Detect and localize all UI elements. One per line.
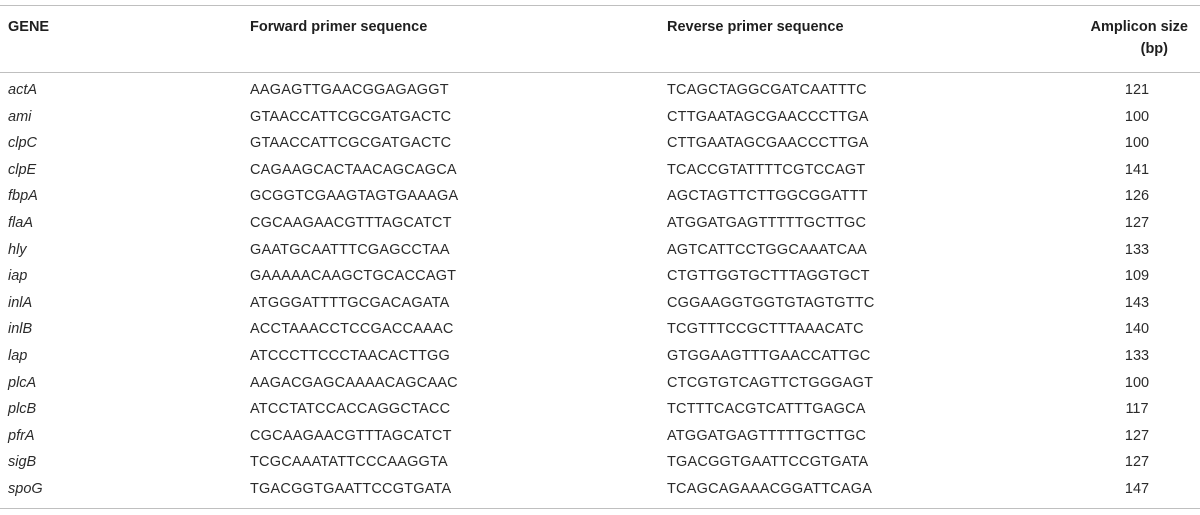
forward-primer-cell: CGCAAGAACGTTTAGCATCT (250, 427, 452, 444)
table-row: plcA AAGACGAGCAAAACAGCAAC CTCGTGTCAGTTCT… (0, 370, 1200, 397)
forward-primer-cell: TGACGGTGAATTCCGTGATA (250, 480, 452, 497)
table-row: hly GAATGCAATTTCGAGCCTAA AGTCATTCCTGGCAA… (0, 237, 1200, 264)
reverse-primer-cell: TCGTTTCCGCTTTAAACATC (667, 321, 864, 338)
table-row: plcB ATCCTATCCACCAGGCTACC TCTTTCACGTCATT… (0, 396, 1200, 423)
header-gene: GENE (8, 19, 50, 35)
reverse-primer-cell: ATGGATGAGTTTTTGCTTGC (667, 214, 867, 231)
gene-cell: hly (8, 241, 27, 258)
reverse-primer-cell: AGCTAGTTCTTGGCGGATTT (667, 188, 868, 205)
table-bottom-rule (0, 508, 1200, 509)
reverse-primer-cell: AGTCATTCCTGGCAAATCAA (667, 241, 868, 258)
forward-primer-cell: ACCTAAACCTCCGACCAAAC (250, 321, 454, 338)
reverse-primer-cell: GTGGAAGTTTGAACCATTGC (667, 347, 871, 364)
gene-cell: pfrA (8, 427, 35, 444)
reverse-primer-cell: TCAGCTAGGCGATCAATTTC (667, 82, 867, 98)
reverse-primer-cell: TCACCGTATTTTCGTCCAGT (667, 161, 866, 178)
gene-cell: inlA (8, 294, 33, 311)
table-row: fbpA GCGGTCGAAGTAGTGAAAGA AGCTAGTTCTTGGC… (0, 183, 1200, 210)
reverse-primer-cell: CTCGTGTCAGTTCTGGGAGT (667, 374, 874, 391)
table-header-rule (0, 72, 1200, 73)
forward-primer-cell: CGCAAGAACGTTTAGCATCT (250, 214, 452, 231)
amplicon-size-cell: 147 (1124, 480, 1150, 497)
reverse-primer-cell: CTTGAATAGCGAACCCTTGA (667, 108, 869, 125)
gene-cell: actA (8, 82, 38, 98)
amplicon-size-cell: 127 (1124, 427, 1150, 444)
gene-cell: fbpA (8, 188, 38, 205)
gene-cell: plcA (8, 374, 37, 391)
forward-primer-cell: GAATGCAATTTCGAGCCTAA (250, 241, 450, 258)
gene-cell: clpE (8, 161, 37, 178)
amplicon-size-cell: 143 (1124, 294, 1150, 311)
table-header-row: GENE Forward primer sequence Reverse pri… (0, 16, 1200, 68)
gene-cell: lap (8, 347, 28, 364)
reverse-primer-cell: TGACGGTGAATTCCGTGATA (667, 454, 869, 471)
forward-primer-cell: TCGCAAATATTCCCAAGGTA (250, 454, 448, 471)
reverse-primer-cell: CGGAAGGTGGTGTAGTGTTC (667, 294, 875, 311)
amplicon-size-cell: 121 (1124, 82, 1150, 98)
forward-primer-cell: ATCCCTTCCCTAACACTTGG (250, 347, 451, 364)
table-row: iap GAAAAACAAGCTGCACCAGT CTGTTGGTGCTTTAG… (0, 263, 1200, 290)
forward-primer-cell: GAAAAACAAGCTGCACCAGT (250, 268, 457, 285)
amplicon-size-cell: 126 (1124, 188, 1150, 205)
amplicon-size-cell: 109 (1124, 268, 1150, 285)
gene-cell: spoG (8, 480, 43, 497)
table-row: lap ATCCCTTCCCTAACACTTGG GTGGAAGTTTGAACC… (0, 343, 1200, 370)
forward-primer-cell: ATCCTATCCACCAGGCTACC (250, 401, 451, 418)
reverse-primer-cell: CTTGAATAGCGAACCCTTGA (667, 135, 869, 152)
reverse-primer-cell: ATGGATGAGTTTTTGCTTGC (667, 427, 867, 444)
header-reverse-primer: Reverse primer sequence (667, 19, 844, 35)
amplicon-size-cell: 100 (1124, 108, 1150, 125)
forward-primer-cell: GTAACCATTCGCGATGACTC (250, 135, 452, 152)
forward-primer-cell: GCGGTCGAAGTAGTGAAAGA (250, 188, 459, 205)
amplicon-size-cell: 141 (1124, 161, 1150, 178)
reverse-primer-cell: TCTTTCACGTCATTTGAGCA (667, 401, 866, 418)
reverse-primer-cell: CTGTTGGTGCTTTAGGTGCT (667, 268, 870, 285)
forward-primer-cell: CAGAAGCACTAACAGCAGCA (250, 161, 457, 178)
table-row: ami GTAACCATTCGCGATGACTC CTTGAATAGCGAACC… (0, 104, 1200, 131)
gene-cell: plcB (8, 401, 37, 418)
table-row: clpC GTAACCATTCGCGATGACTC CTTGAATAGCGAAC… (0, 130, 1200, 157)
gene-cell: flaA (8, 214, 33, 231)
amplicon-size-cell: 100 (1124, 135, 1150, 152)
header-amplicon-size-line1: Amplicon size (1090, 19, 1189, 35)
table-body: actA AAGAGTTGAACGGAGAGGT TCAGCTAGGCGATCA… (0, 77, 1200, 503)
table-row: spoG TGACGGTGAATTCCGTGATA TCAGCAGAAACGGA… (0, 476, 1200, 503)
header-amplicon-size-line2: (bp) (1140, 41, 1168, 57)
gene-cell: iap (8, 268, 28, 285)
amplicon-size-cell: 133 (1124, 347, 1150, 364)
header-forward-primer: Forward primer sequence (250, 19, 428, 35)
gene-cell: inlB (8, 321, 33, 338)
gene-cell: clpC (8, 135, 38, 152)
header-amplicon-size: Amplicon size (bp) (1048, 16, 1189, 60)
table-row: actA AAGAGTTGAACGGAGAGGT TCAGCTAGGCGATCA… (0, 77, 1200, 104)
table-row: pfrA CGCAAGAACGTTTAGCATCT ATGGATGAGTTTTT… (0, 423, 1200, 450)
reverse-primer-cell: TCAGCAGAAACGGATTCAGA (667, 480, 873, 497)
forward-primer-cell: ATGGGATTTTGCGACAGATA (250, 294, 450, 311)
forward-primer-cell: AAGAGTTGAACGGAGAGGT (250, 82, 449, 98)
table-row: clpE CAGAAGCACTAACAGCAGCA TCACCGTATTTTCG… (0, 157, 1200, 184)
table-row: inlB ACCTAAACCTCCGACCAAAC TCGTTTCCGCTTTA… (0, 316, 1200, 343)
amplicon-size-cell: 127 (1124, 214, 1150, 231)
gene-cell: ami (8, 108, 32, 125)
amplicon-size-cell: 127 (1124, 454, 1150, 471)
amplicon-size-cell: 140 (1124, 321, 1150, 338)
table-row: sigB TCGCAAATATTCCCAAGGTA TGACGGTGAATTCC… (0, 449, 1200, 476)
forward-primer-cell: AAGACGAGCAAAACAGCAAC (250, 374, 458, 391)
forward-primer-cell: GTAACCATTCGCGATGACTC (250, 108, 452, 125)
amplicon-size-cell: 117 (1125, 401, 1149, 418)
table-top-rule (0, 5, 1200, 6)
amplicon-size-cell: 100 (1124, 374, 1150, 391)
table-row: flaA CGCAAGAACGTTTAGCATCT ATGGATGAGTTTTT… (0, 210, 1200, 237)
table-row: inlA ATGGGATTTTGCGACAGATA CGGAAGGTGGTGTA… (0, 290, 1200, 317)
gene-cell: sigB (8, 454, 37, 471)
amplicon-size-cell: 133 (1124, 241, 1150, 258)
